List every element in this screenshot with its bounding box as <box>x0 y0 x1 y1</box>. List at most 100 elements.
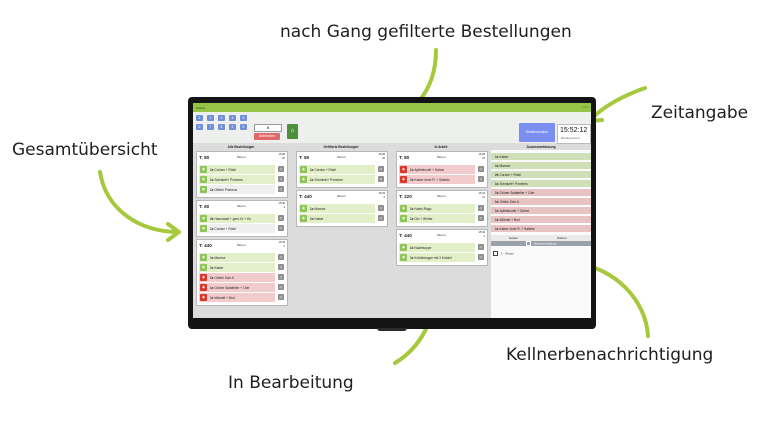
order-item[interactable]: ◉1x Knödelsuppe mit 3 Knödel <box>399 253 475 262</box>
summary-item-qty: 2x <box>495 173 500 177</box>
eye-icon[interactable]: ◎ <box>378 176 384 182</box>
keypad-button-6[interactable]: 6 <box>196 124 203 130</box>
eye-icon[interactable]: ◎ <box>278 176 284 182</box>
order-number: 20 <box>282 157 285 160</box>
keypad-button-7[interactable]: 7 <box>207 124 214 130</box>
summary-item-qty: 1x <box>495 155 500 159</box>
notification-checkbox[interactable] <box>493 251 498 256</box>
order-item-text: Marmor <box>314 207 326 211</box>
keypad-button-4[interactable]: 4 <box>229 115 236 121</box>
order-item[interactable]: ◉1x Schnitzel+ Pommes <box>199 175 275 184</box>
order-item[interactable]: ◉2x Hausrandl + gest. Kr + Kn <box>199 214 275 223</box>
order-item[interactable]: ◉1x Kaiser ohne R. + Salzbts <box>399 175 475 184</box>
keypad-button-8[interactable]: 8 <box>218 124 225 130</box>
eye-icon[interactable]: ◎ <box>278 254 284 260</box>
order-item[interactable]: ◉1x Cordon + Rösti <box>199 165 275 174</box>
keypad-button-1[interactable]: 1 <box>196 115 203 121</box>
order-item-label: 1x Marmor <box>210 256 225 260</box>
course-icon: ◉ <box>300 166 307 173</box>
annotation-right: Zeitangabe <box>651 103 749 123</box>
keypad-button-5[interactable]: 5 <box>240 115 247 121</box>
window-controls[interactable]: – □ × <box>581 105 588 109</box>
tab-parken[interactable]: Parken <box>557 236 567 240</box>
course-icon: ◉ <box>400 166 407 173</box>
eye-icon[interactable]: ◎ <box>378 215 384 221</box>
home-icon[interactable]: ⌂ <box>287 124 298 139</box>
summary-item-label: 1x Würstel + Brot <box>495 218 520 222</box>
eye-icon[interactable]: ◎ <box>478 244 484 250</box>
order-item[interactable]: ◉1x Nudel-Ragu <box>399 204 475 213</box>
order-item[interactable]: ◉1x Würstel + Brot <box>199 293 275 302</box>
summary-item-label: 1x Marmor <box>495 164 510 168</box>
eye-icon[interactable]: ◎ <box>278 264 284 270</box>
keypad-button-3[interactable]: 3 <box>218 115 225 121</box>
eye-icon[interactable]: ◎ <box>278 274 284 280</box>
order-item[interactable]: ◉1x Ortleih Schi-K <box>199 273 275 282</box>
eye-icon[interactable]: ◎ <box>278 294 284 300</box>
keypad-button-9[interactable]: 9 <box>229 124 236 130</box>
order-number: 3 <box>283 206 285 209</box>
eye-icon[interactable]: ◎ <box>278 284 284 290</box>
eye-icon[interactable]: ◎ <box>278 166 284 172</box>
summary-item-text: Marmor <box>499 164 511 168</box>
order-item[interactable]: ◉1x Kaiser <box>299 214 375 223</box>
order-item[interactable]: ◉1x Marmor <box>199 253 275 262</box>
order-item[interactable]: ◉1x Kaiser <box>199 263 275 272</box>
summary-item: 2x Cordon + Rösti <box>491 171 591 178</box>
order-item[interactable]: ◉1x Grüner Salatteller + 10er <box>199 283 275 292</box>
order-item-text: Nudelsuppe <box>414 246 432 250</box>
eye-icon[interactable]: ◎ <box>378 166 384 172</box>
eye-icon[interactable]: ◎ <box>478 166 484 172</box>
order-item[interactable]: ◉1x Marmor <box>299 204 375 213</box>
course-icon: ◉ <box>400 205 407 212</box>
eye-icon[interactable]: ◎ <box>478 215 484 221</box>
eye-icon[interactable]: ◎ <box>278 215 284 221</box>
eye-icon[interactable]: ◎ <box>278 186 284 192</box>
notification-item[interactable]: 1 - Simon <box>493 251 514 256</box>
eye-icon[interactable]: ◎ <box>478 176 484 182</box>
order-item-text: Gin + Wörter <box>414 217 433 221</box>
order-item[interactable]: ◉1x Gin + Wörter <box>399 214 475 223</box>
notification-bar[interactable]: Benachrichtigung <box>491 241 591 246</box>
abort-button[interactable]: Abbrechen <box>254 133 280 140</box>
summary-item-qty: 1x <box>495 200 500 204</box>
order-item[interactable]: ◉1x Ofeleh Prisheus <box>199 185 275 194</box>
order-item[interactable]: ◉1x Apfelstrudel + Sahne <box>399 165 475 174</box>
app-title: Kellner <box>196 106 206 110</box>
tab-gehen[interactable]: Gehen <box>509 236 519 240</box>
order-item[interactable]: ◉1x Nudelsuppe <box>399 243 475 252</box>
request-button[interactable]: Kinderwunsch <box>519 123 555 142</box>
summary-item-label: 1x Schnitzel+ Pommes <box>495 182 528 186</box>
course-icon: ◉ <box>300 205 307 212</box>
column-header-all: Alle Bestellungen <box>227 145 255 149</box>
eye-icon[interactable]: ◎ <box>278 225 284 231</box>
order-item[interactable]: ◉1x Schnitzel+ Pommes <box>299 175 375 184</box>
keypad-button-2[interactable]: 2 <box>207 115 214 121</box>
order-waiter: Simon <box>337 194 346 198</box>
eye-icon[interactable]: ◎ <box>378 205 384 211</box>
order-item[interactable]: ◉1x Cordon + Rösti <box>299 165 375 174</box>
summary-item: 1x Apfelstrudel + Sahne <box>491 207 591 214</box>
table-number-input[interactable]: 0 <box>254 124 282 132</box>
eye-icon[interactable]: ◎ <box>478 205 484 211</box>
course-icon: ◉ <box>400 215 407 222</box>
order-item[interactable]: ◉1x Cordon + Rösti <box>199 224 275 233</box>
course-icon: ◉ <box>200 215 207 222</box>
eye-icon[interactable]: ◎ <box>478 254 484 260</box>
order-item-text: Kaiser <box>214 266 224 270</box>
summary-item-qty: 1x <box>495 218 500 222</box>
order-number: 1 <box>483 235 485 238</box>
order-table: T: 440 <box>299 194 312 199</box>
keypad-button-0[interactable]: 0 <box>240 124 247 130</box>
order-item-text: Schnitzel+ Pommes <box>214 178 243 182</box>
order-waiter: Simon <box>437 194 446 198</box>
